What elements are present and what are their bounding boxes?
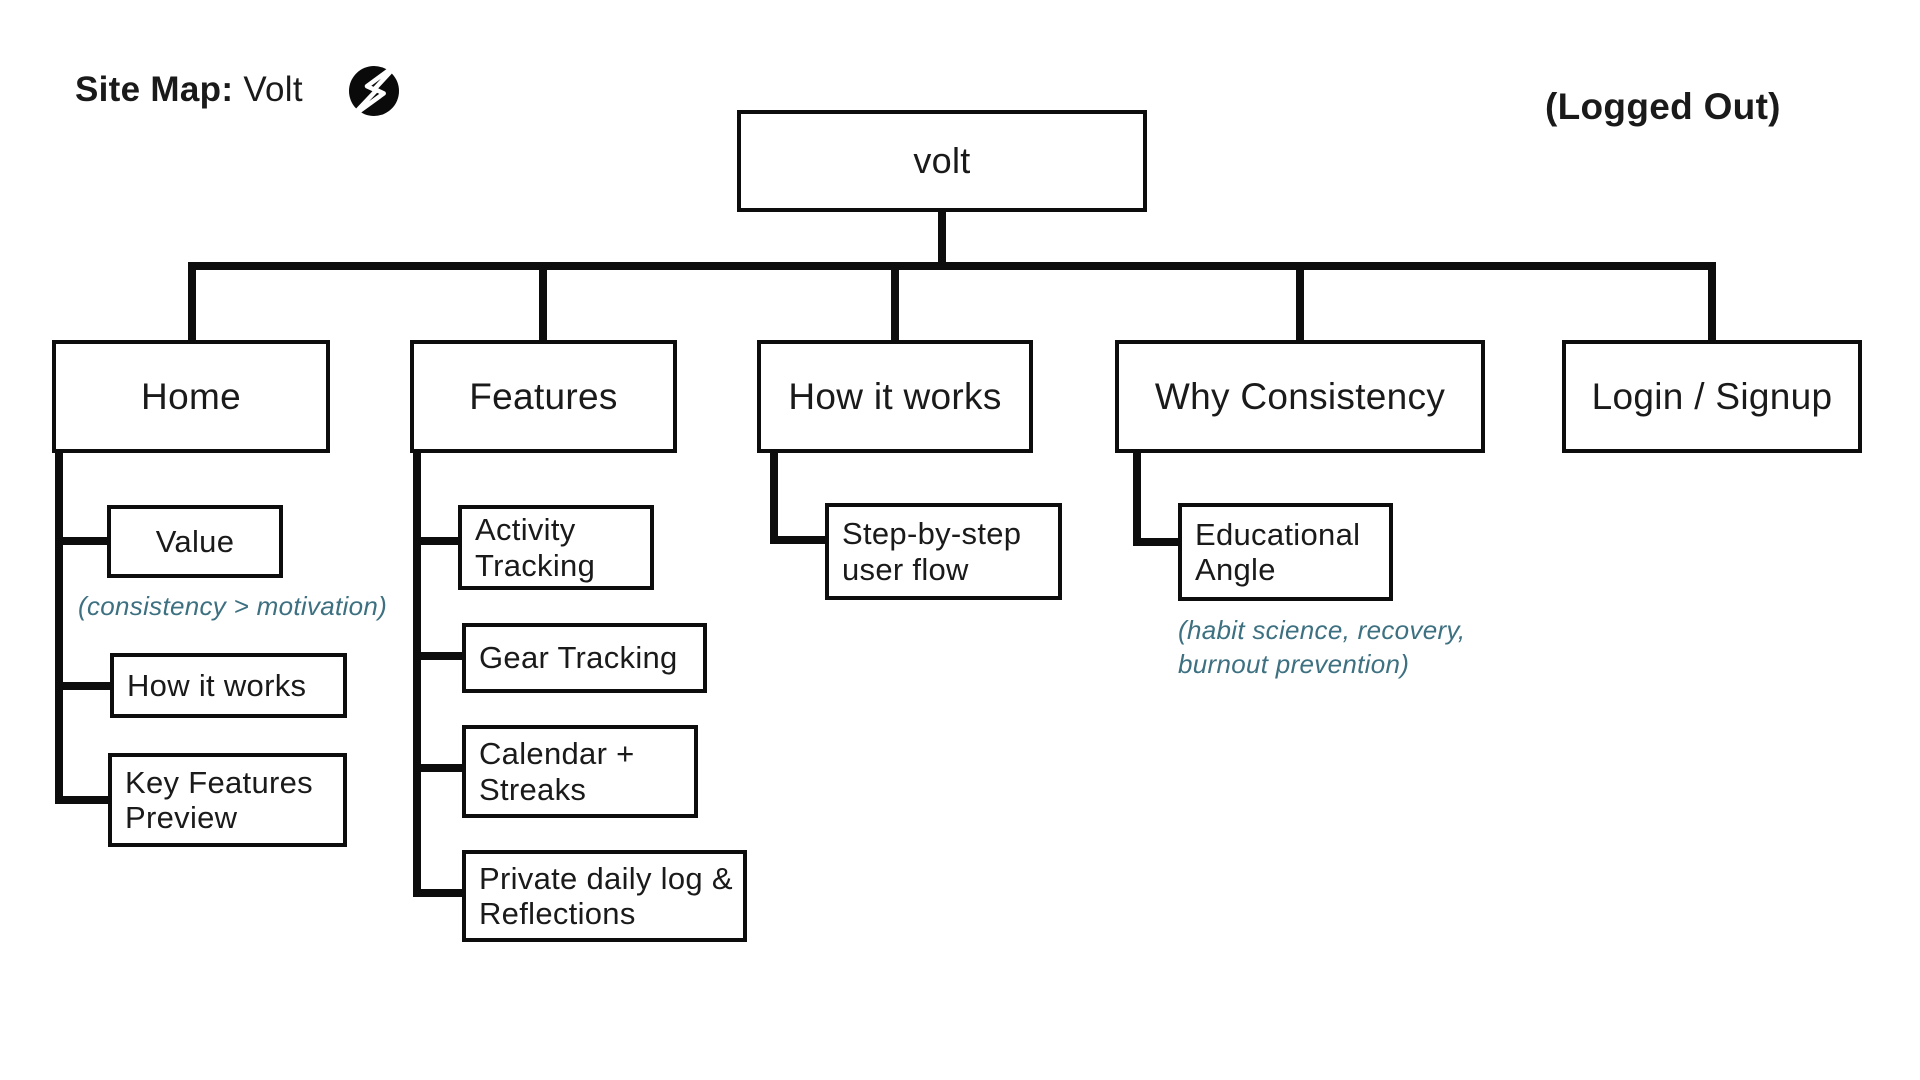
node-home-label: Home: [141, 375, 241, 417]
node-calendar-streaks: Calendar + Streaks: [462, 725, 698, 818]
connector: [55, 682, 110, 690]
connector-stub-how-it-works: [891, 262, 899, 342]
connector-hiw-spine: [770, 453, 778, 544]
connector-home-spine: [55, 453, 63, 804]
node-key-features-preview-label: Key Features Preview: [125, 764, 313, 835]
node-home: Home: [52, 340, 330, 453]
node-why-consistency-label: Why Consistency: [1154, 375, 1446, 417]
connector-stub-why-consistency: [1296, 262, 1304, 342]
node-step-by-step-user-flow-label: Step-by-step user flow: [842, 516, 1022, 587]
page-title-product: Volt: [243, 70, 303, 109]
connector: [55, 537, 107, 545]
connector: [770, 536, 825, 544]
node-how-it-works: How it works: [757, 340, 1033, 453]
connector-features-spine: [413, 453, 421, 897]
node-calendar-streaks-label: Calendar + Streaks: [479, 736, 635, 807]
node-home-how-it-works-label: How it works: [127, 667, 307, 703]
node-value-note: (consistency > motivation): [78, 591, 388, 621]
node-private-daily-log: Private daily log & Reflections: [462, 850, 747, 942]
node-value: Value: [107, 505, 283, 578]
connector-whyc-spine: [1133, 453, 1141, 546]
connector: [413, 652, 462, 660]
connector-stub-login-signup: [1708, 262, 1716, 342]
node-activity-tracking-label: Activity Tracking: [475, 512, 596, 583]
node-features-label: Features: [469, 375, 618, 417]
lightning-bolt-icon: [348, 60, 401, 120]
connector-stub-features: [539, 262, 547, 342]
connector: [413, 537, 458, 545]
node-home-how-it-works: How it works: [110, 653, 347, 718]
connector: [1133, 538, 1178, 546]
node-volt-root: volt: [737, 110, 1147, 212]
connector: [413, 764, 462, 772]
node-educational-angle-label: Educational Angle: [1195, 516, 1361, 587]
node-login-signup-label: Login / Signup: [1591, 375, 1833, 417]
node-volt-root-label: volt: [913, 139, 971, 181]
node-gear-tracking-label: Gear Tracking: [479, 640, 678, 676]
connector-root-drop: [938, 212, 946, 270]
page-title: Site Map: Volt: [75, 70, 303, 110]
node-activity-tracking: Activity Tracking: [458, 505, 654, 590]
node-key-features-preview: Key Features Preview: [108, 753, 347, 847]
node-educational-angle-note: (habit science, recovery, burnout preven…: [1178, 615, 1466, 679]
node-step-by-step-user-flow: Step-by-step user flow: [825, 503, 1062, 600]
connector: [55, 796, 108, 804]
node-educational-angle: Educational Angle: [1178, 503, 1393, 601]
connector: [413, 889, 462, 897]
connector-stub-home: [188, 262, 196, 342]
node-gear-tracking: Gear Tracking: [462, 623, 707, 693]
auth-state-label: (Logged Out): [1545, 86, 1781, 127]
node-login-signup: Login / Signup: [1562, 340, 1862, 453]
connector-trunk: [188, 262, 1716, 270]
node-value-label: Value: [155, 523, 235, 559]
node-why-consistency: Why Consistency: [1115, 340, 1485, 453]
node-features: Features: [410, 340, 677, 453]
node-private-daily-log-label: Private daily log & Reflections: [479, 860, 733, 931]
node-how-it-works-label: How it works: [788, 375, 1002, 417]
page-title-label: Site Map:: [75, 70, 234, 109]
